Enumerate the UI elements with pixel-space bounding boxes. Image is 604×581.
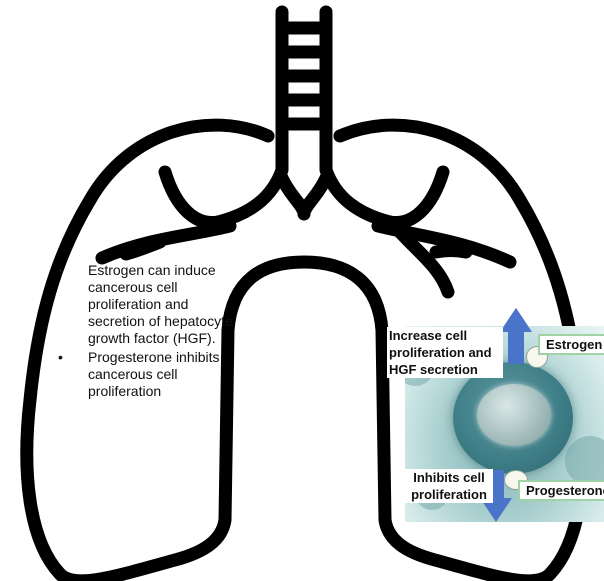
bullet-item-progesterone: • Progesterone inhibits cancerous cell p… — [58, 349, 243, 400]
bullet-text: Estrogen can induce cancerous cell proli… — [88, 262, 233, 346]
bullet-marker: • — [58, 349, 63, 366]
estrogen-label: Estrogen — [538, 334, 604, 355]
inhibits-proliferation-label: Inhibits cell proliferation — [405, 469, 493, 503]
bullet-item-estrogen: • Estrogen can induce cancerous cell pro… — [58, 262, 243, 347]
progesterone-label: Progesterone — [518, 480, 604, 501]
bullet-marker: • — [58, 262, 63, 279]
increase-proliferation-label: Increase cell proliferation and HGF secr… — [387, 327, 503, 378]
bullet-list: • Estrogen can induce cancerous cell pro… — [58, 262, 243, 402]
bullet-text: Progesterone inhibits cancerous cell pro… — [88, 349, 220, 399]
